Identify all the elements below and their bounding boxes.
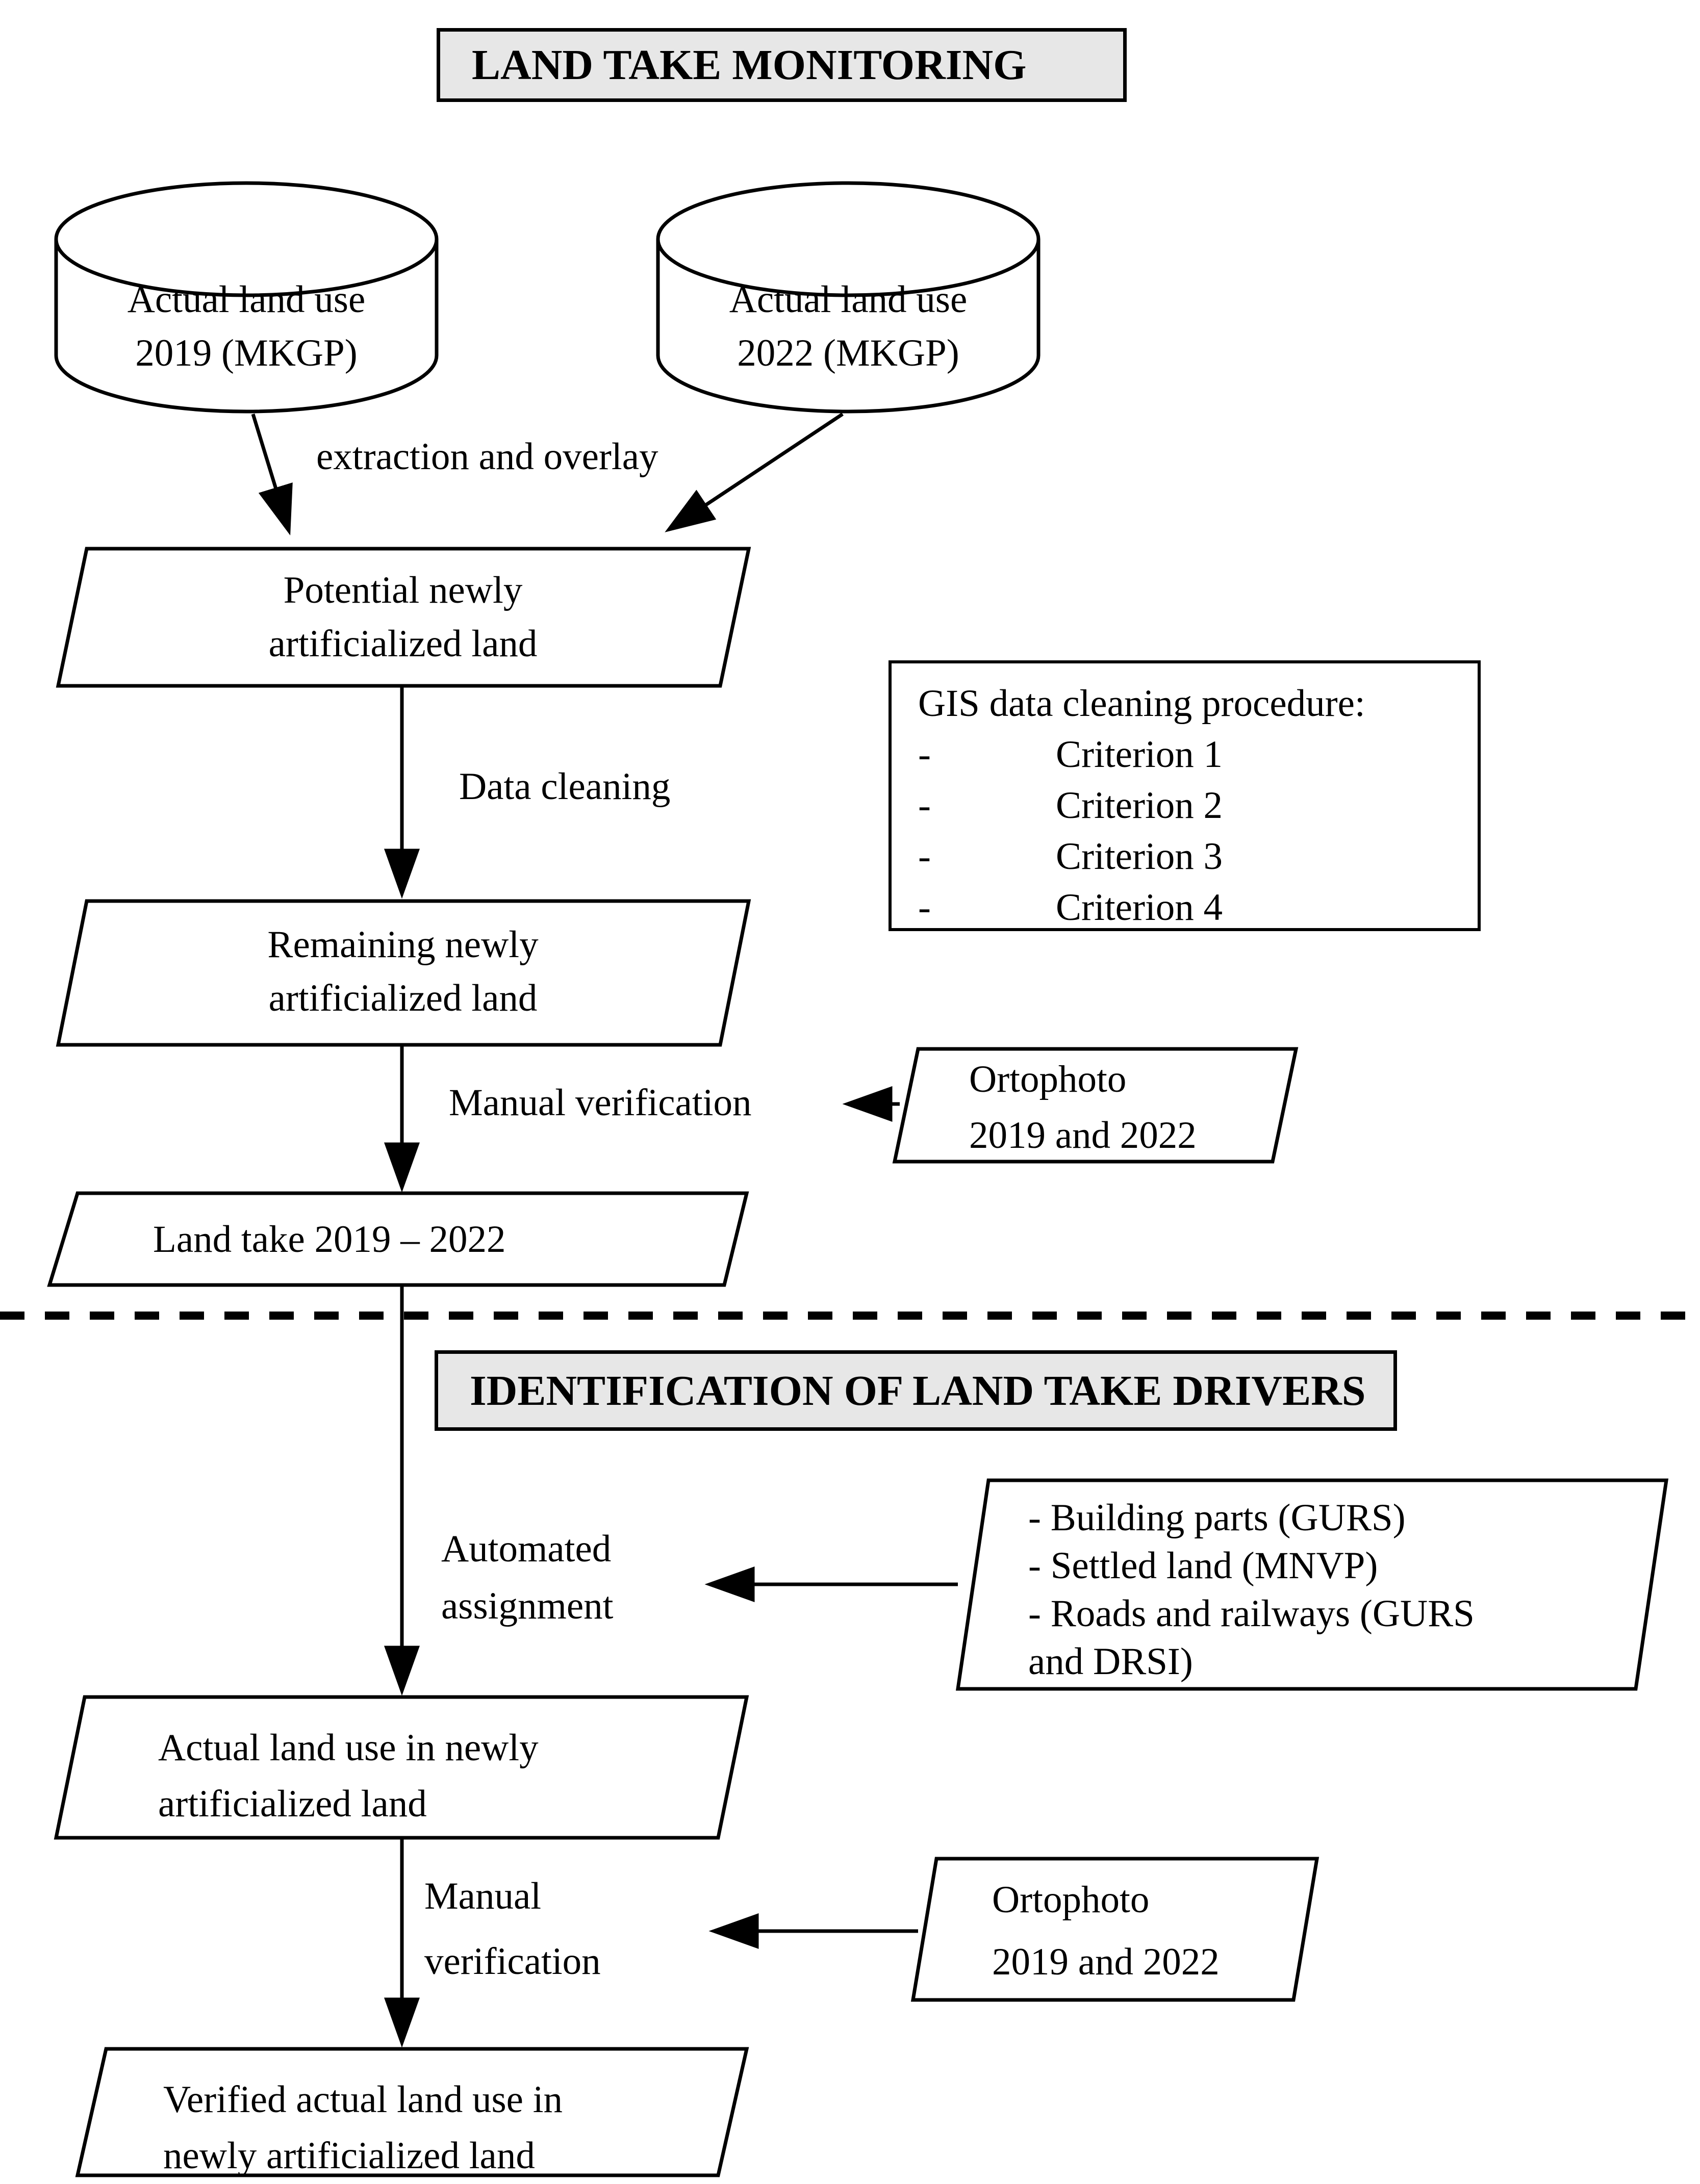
shape-land-take xyxy=(47,1191,749,1287)
text-ortophoto-upper: Ortophoto 2019 and 2022 xyxy=(969,1058,1197,1157)
text-remaining-newly-artificialized-land: Remaining newly artificialized land xyxy=(267,923,539,1019)
section-title-land-take-monitoring: LAND TAKE MONITORING xyxy=(437,28,1127,102)
cylinder-label-2022: Actual land use 2022 (MKGP) xyxy=(729,278,968,374)
label-extraction-and-overlay: extraction and overlay xyxy=(316,435,658,478)
arrow-extraction-right xyxy=(665,413,844,532)
cylinder-label-2019: Actual land use 2019 (MKGP) xyxy=(127,278,366,374)
arrow-extraction-left xyxy=(251,413,293,536)
shape-ortophoto-upper xyxy=(892,1047,1299,1164)
shape-remaining-newly-artificialized-land xyxy=(56,899,751,1047)
label-data-cleaning: Data cleaning xyxy=(459,765,671,808)
text-actual-land-use-newly: Actual land use in newly artificialized … xyxy=(158,1727,539,1825)
section-title-identification-drivers: IDENTIFICATION OF LAND TAKE DRIVERS xyxy=(435,1350,1397,1431)
shape-gis-cleaning-box xyxy=(889,660,1481,931)
cylinder-actual-land-use-2022 xyxy=(656,181,1041,414)
gis-criterion-row: -Criterion 4 xyxy=(918,886,1223,929)
label-manual-verification-1: Manual verification xyxy=(449,1082,752,1124)
gis-cleaning-content: GIS data cleaning procedure: -Criterion … xyxy=(918,678,1459,933)
label-manual-verification-2: Manual verification xyxy=(424,1875,601,1983)
label-automated-assignment: Automated assignment xyxy=(441,1528,614,1627)
text-land-take-2019-2022: Land take 2019 – 2022 xyxy=(153,1218,506,1261)
gis-criterion-row: -Criterion 2 xyxy=(918,784,1223,827)
text-ortophoto-lower: Ortophoto 2019 and 2022 xyxy=(992,1879,1220,1983)
shape-potential-newly-artificialized-land xyxy=(56,547,751,688)
text-potential-newly-artificialized-land: Potential newly artificialized land xyxy=(268,569,538,665)
text-verified-actual-land-use: Verified actual land use in newly artifi… xyxy=(163,2078,563,2177)
section-title-text: LAND TAKE MONITORING xyxy=(472,41,1027,89)
gis-cleaning-title: GIS data cleaning procedure: xyxy=(918,682,1365,725)
cylinder-actual-land-use-2019 xyxy=(54,181,439,414)
gis-criterion-row: -Criterion 1 xyxy=(918,733,1223,776)
section-title-text: IDENTIFICATION OF LAND TAKE DRIVERS xyxy=(470,1367,1366,1415)
shape-ortophoto-lower xyxy=(910,1857,1320,2002)
shape-drivers-data-sources xyxy=(955,1478,1669,1691)
text-drivers-data-sources: - Building parts (GURS) - Settled land (… xyxy=(1028,1497,1475,1683)
gis-criterion-row: -Criterion 3 xyxy=(918,835,1223,878)
shape-verified-actual-land-use xyxy=(75,2047,749,2177)
shape-actual-land-use-newly xyxy=(54,1695,749,1840)
